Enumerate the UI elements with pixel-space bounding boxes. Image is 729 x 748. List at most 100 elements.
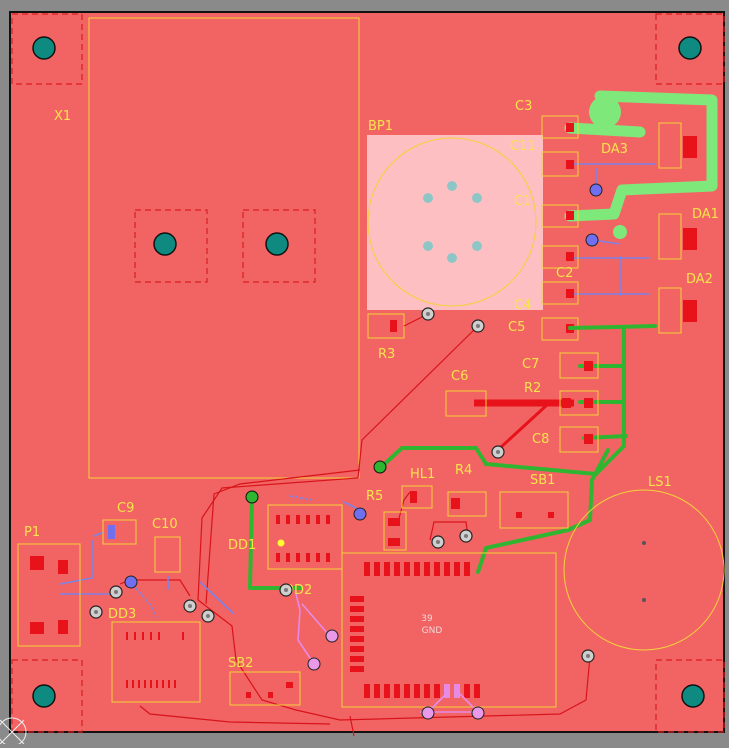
bp1-hole xyxy=(423,193,433,203)
dd2-outline xyxy=(341,552,557,708)
trace-wide-end xyxy=(613,225,627,239)
vias xyxy=(89,183,603,720)
label-c11: C11 xyxy=(510,139,536,154)
label-r4: R4 xyxy=(455,463,472,478)
trace-wide-c3 xyxy=(564,122,646,138)
label-hl1: HL1 xyxy=(410,467,435,482)
dd2-left-pads xyxy=(350,596,364,672)
label-p1: P1 xyxy=(24,525,40,540)
label-sb2: SB2 xyxy=(228,656,253,671)
mount-hole-top-right[interactable] xyxy=(678,36,702,60)
component-dd3[interactable]: DD3 xyxy=(108,607,201,703)
label-dd1: DD1 xyxy=(228,538,256,553)
c11-outline xyxy=(541,151,579,177)
x1-pin-right[interactable] xyxy=(265,232,289,256)
c9-outline xyxy=(102,519,137,545)
label-c2: C2 xyxy=(556,266,573,281)
label-ls1: LS1 xyxy=(648,475,672,490)
label-da1: DA1 xyxy=(692,207,719,222)
label-r2: R2 xyxy=(524,381,541,396)
label-da2: DA2 xyxy=(686,272,713,287)
keepout-bottom-left xyxy=(11,659,83,733)
bottom-traces-right xyxy=(570,163,655,296)
c1-outline xyxy=(541,204,579,228)
p1-outline xyxy=(17,543,81,647)
c8-outline xyxy=(559,426,599,453)
c7-outline xyxy=(559,352,599,379)
mount-hole-top-left[interactable] xyxy=(32,36,56,60)
ls1-pin xyxy=(642,598,646,602)
label-c7: C7 xyxy=(522,357,539,372)
bp1-hole xyxy=(423,241,433,251)
trace-wide-power xyxy=(564,90,718,222)
label-r3: R3 xyxy=(378,347,395,362)
power-traces xyxy=(245,324,657,590)
dd3-outline xyxy=(111,621,201,703)
c2-outline xyxy=(541,245,579,269)
ls1-circle xyxy=(563,489,725,651)
label-c10: C10 xyxy=(152,517,178,532)
sb2-outline xyxy=(229,671,301,706)
mount-hole-bottom-right[interactable] xyxy=(681,684,705,708)
label-c3: C3 xyxy=(515,99,532,114)
mount-hole-bottom-left[interactable] xyxy=(32,684,56,708)
x1-pin-left[interactable] xyxy=(153,232,177,256)
x1-outline xyxy=(88,17,360,479)
label-x1: X1 xyxy=(54,109,71,124)
label-c8: C8 xyxy=(532,432,549,447)
label-c1: C1 xyxy=(514,194,531,209)
dd1-pin1-marker xyxy=(277,539,285,547)
label-r5: R5 xyxy=(366,489,383,504)
ls1-pin xyxy=(642,541,646,545)
sb2-pad xyxy=(268,692,273,698)
trace-wide-pad xyxy=(589,96,621,128)
c3-outline xyxy=(541,115,579,139)
da2-outline xyxy=(658,287,682,334)
c9-pad xyxy=(108,525,115,539)
component-ls1[interactable]: LS1 xyxy=(563,475,725,651)
bp1-circle xyxy=(367,137,537,307)
label-bp1: BP1 xyxy=(368,119,393,134)
label-c9: C9 xyxy=(117,501,134,516)
label-c4: C4 xyxy=(514,298,531,313)
label-c6: C6 xyxy=(451,369,468,384)
c10-outline xyxy=(154,536,181,573)
dd1-pads xyxy=(276,515,330,562)
component-x1[interactable]: X1 xyxy=(54,17,360,479)
dd2-top-pads xyxy=(364,562,470,576)
r5-outline xyxy=(383,511,407,551)
x1-keepout-right xyxy=(242,209,316,283)
component-p1[interactable]: P1 xyxy=(17,525,81,647)
mounting-holes xyxy=(11,13,725,733)
label-da3: DA3 xyxy=(601,142,628,157)
dd3-bottom-pads xyxy=(126,680,176,688)
net-number: 39 xyxy=(421,614,433,624)
label-c5: C5 xyxy=(508,320,525,335)
bp1-hole xyxy=(472,193,482,203)
bp1-body xyxy=(367,135,543,310)
signal-traces xyxy=(119,313,591,737)
net-name: GND xyxy=(422,626,443,636)
trace-r2-diag xyxy=(498,402,550,450)
hl1-outline xyxy=(401,485,433,509)
regulators xyxy=(658,122,697,334)
component-bp1[interactable]: BP1 xyxy=(367,119,543,310)
sb2-pad xyxy=(286,682,293,688)
label-dd3: DD3 xyxy=(108,607,136,622)
cap-column xyxy=(541,115,579,341)
bp1-hole xyxy=(472,241,482,251)
bottom-traces-left xyxy=(59,495,361,665)
bp1-hole xyxy=(447,181,457,191)
keepout-top-right xyxy=(655,13,725,85)
x1-keepout-left xyxy=(134,209,208,283)
keepout-top-left xyxy=(11,13,83,85)
dd3-top-pads xyxy=(126,632,184,640)
sb1-outline xyxy=(499,491,569,529)
component-dd1[interactable] xyxy=(267,504,343,570)
r2-outline xyxy=(559,390,599,416)
r4-outline xyxy=(447,491,487,517)
dd1-outline xyxy=(267,504,343,570)
da1-outline xyxy=(658,213,682,260)
